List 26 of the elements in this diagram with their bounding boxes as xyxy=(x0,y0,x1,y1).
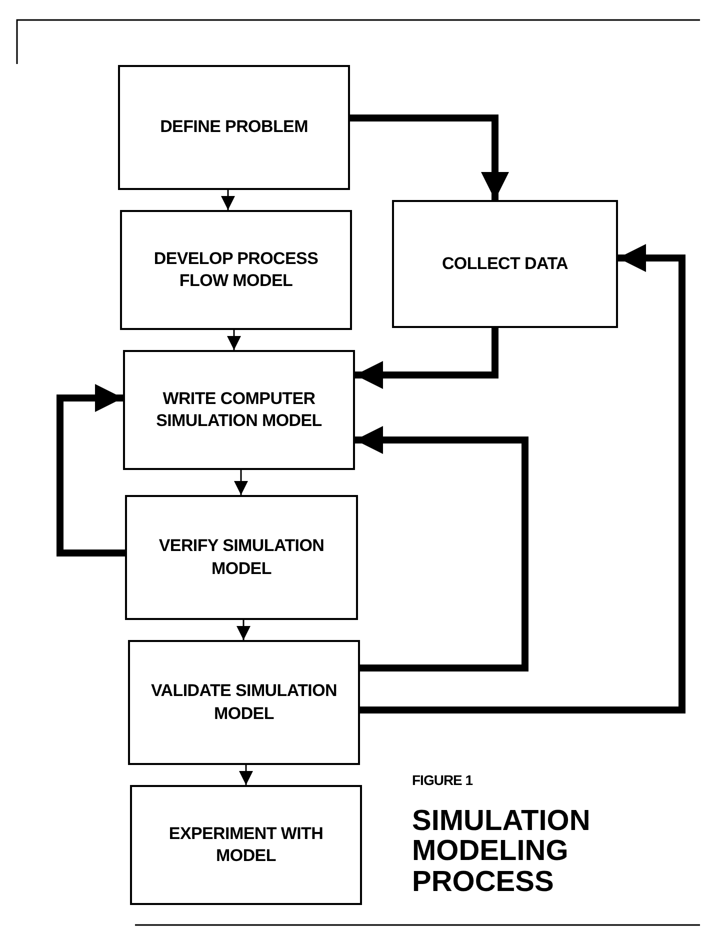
figure-number: FIGURE 1 xyxy=(412,772,473,788)
process-box xyxy=(125,495,358,620)
arrow xyxy=(355,426,528,672)
arrow xyxy=(350,114,509,200)
arrow xyxy=(56,384,125,556)
arrow xyxy=(227,330,241,350)
process-box xyxy=(123,350,355,470)
process-box xyxy=(392,200,618,328)
step-label: DEFINE PROBLEM xyxy=(159,116,309,138)
arrow xyxy=(239,765,253,785)
arrow xyxy=(221,190,235,210)
figure-title: SIMULATION MODELING PROCESS xyxy=(412,806,592,898)
process-box xyxy=(128,640,360,765)
step-label: DEVELOP PROCESS FLOW MODEL xyxy=(152,248,320,292)
process-box xyxy=(130,785,362,905)
step-label: COLLECT DATA xyxy=(440,252,570,275)
arrow xyxy=(234,470,248,495)
step-label: VALIDATE SIMULATION MODEL xyxy=(150,680,338,724)
arrow xyxy=(236,620,250,640)
process-box xyxy=(118,65,350,190)
step-label: EXPERIMENT WITH MODEL xyxy=(168,822,324,867)
step-label: VERIFY SIMULATION MODEL xyxy=(158,535,326,580)
step-label: WRITE COMPUTER SIMULATION MODEL xyxy=(155,388,323,432)
process-box xyxy=(120,210,352,330)
arrow xyxy=(355,328,498,389)
arrow xyxy=(360,244,686,714)
